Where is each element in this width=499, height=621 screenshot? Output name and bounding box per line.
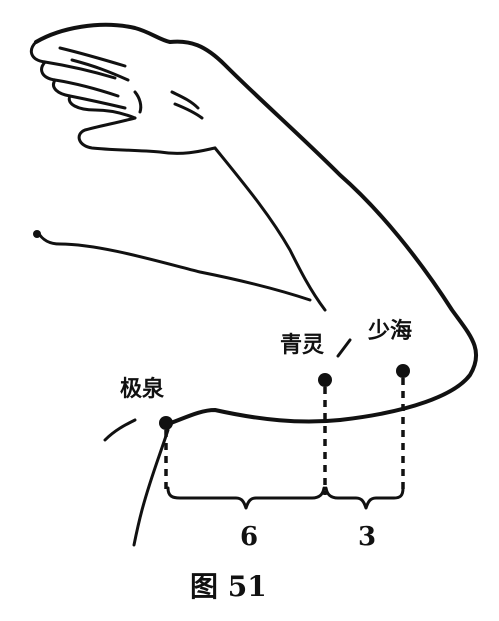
hand-fingers bbox=[29, 40, 137, 120]
side-body-line bbox=[103, 418, 170, 547]
arm-lower-contour bbox=[166, 408, 342, 426]
torso-line bbox=[36, 230, 312, 302]
torso-line-end bbox=[33, 230, 41, 238]
label-jiquan: 极泉 bbox=[120, 376, 165, 402]
palm-crease bbox=[133, 90, 204, 120]
measure-value-6: 6 bbox=[240, 522, 258, 552]
brace-right bbox=[324, 486, 405, 510]
figure-caption: 图 51 bbox=[190, 570, 267, 603]
measure-braces bbox=[166, 486, 405, 510]
inner-forearm-line bbox=[213, 146, 327, 312]
elbow-crease bbox=[336, 338, 352, 358]
measure-value-3: 3 bbox=[358, 522, 376, 552]
acupoints bbox=[159, 364, 410, 430]
arm-outline bbox=[29, 22, 479, 547]
shaohai-point bbox=[396, 364, 410, 378]
jiquan-point bbox=[159, 416, 173, 430]
arm-upper-contour bbox=[34, 22, 479, 422]
label-qingling: 青灵 bbox=[280, 332, 324, 358]
qingling-point bbox=[318, 373, 332, 387]
label-shaohai: 少海 bbox=[367, 318, 412, 344]
brace-left bbox=[166, 486, 326, 510]
guide-lines bbox=[164, 378, 405, 495]
hand-finger-lines bbox=[58, 46, 130, 82]
hand-thumb bbox=[77, 116, 217, 155]
